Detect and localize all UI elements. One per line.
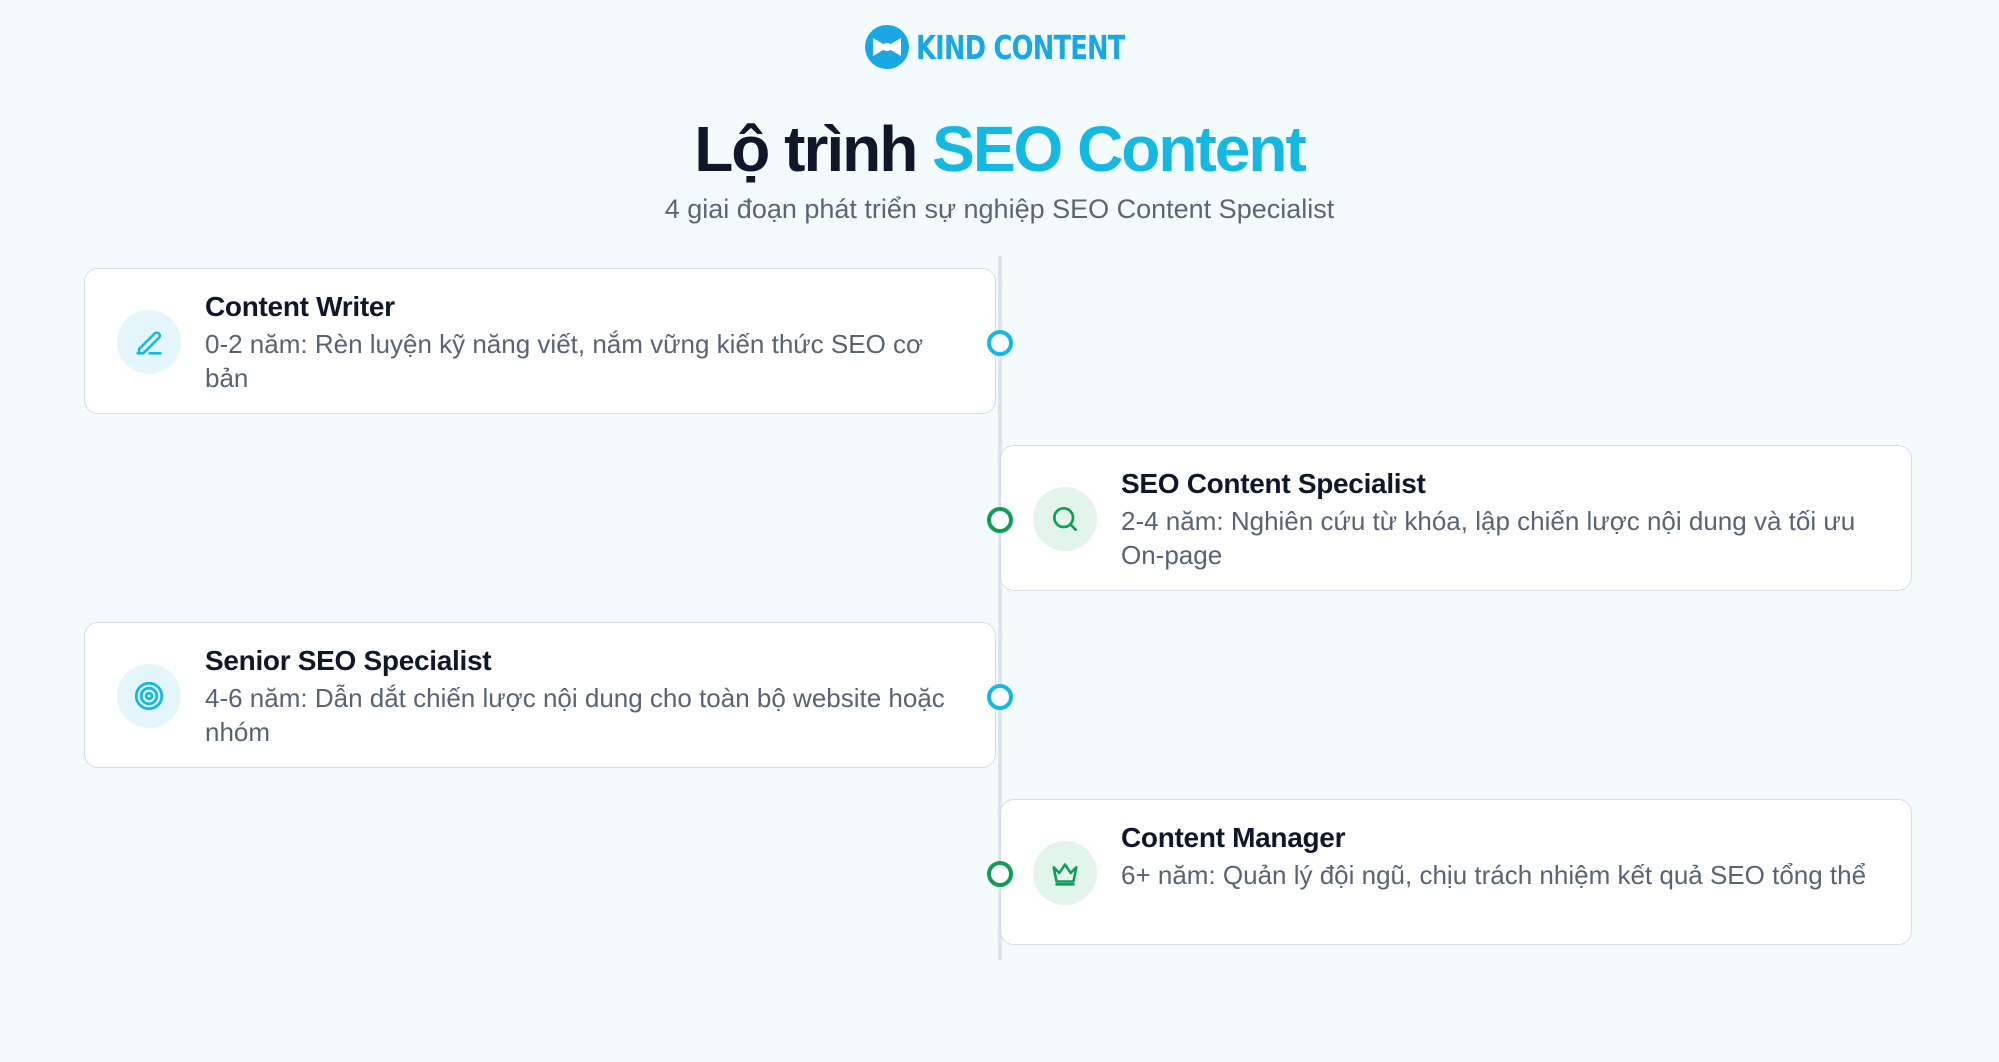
stage-title: Senior SEO Specialist <box>205 645 492 676</box>
brand-logo: KIND CONTENT <box>0 24 1999 70</box>
bowtie-icon <box>864 25 909 69</box>
stage-title: Content Writer <box>205 291 395 322</box>
timeline-dot <box>987 684 1013 710</box>
stage-title: SEO Content Specialist <box>1121 468 1426 499</box>
search-icon <box>1053 506 1077 531</box>
crown-icon <box>1052 863 1078 886</box>
stage-title: Content Manager <box>1121 822 1346 853</box>
target-icon <box>134 681 164 711</box>
title-main: Lộ trình <box>694 113 918 185</box>
title-highlight: SEO Content <box>932 113 1307 185</box>
stage-description: 4-6 năm: Dẫn dắt chiến lược nội dung cho… <box>205 683 945 747</box>
timeline-dot <box>987 861 1013 887</box>
stage-description: 6+ năm: Quản lý đội ngũ, chịu trách nhiệ… <box>1121 860 1867 890</box>
pencil-icon <box>136 331 162 355</box>
stage-card-senior-seo-specialist: Senior SEO Specialist 4-6 năm: Dẫn dắt c… <box>84 622 996 768</box>
timeline-dot <box>987 507 1013 533</box>
stage-card-content-manager: Content Manager 6+ năm: Quản lý đội ngũ,… <box>1000 799 1912 945</box>
stage-card-content-writer: Content Writer 0-2 năm: Rèn luyện kỹ năn… <box>84 268 996 414</box>
timeline-dot <box>987 330 1013 356</box>
stage-description: 0-2 năm: Rèn luyện kỹ năng viết, nắm vữn… <box>205 329 924 393</box>
brand-name: KIND CONTENT <box>915 27 1125 67</box>
stage-card-seo-content-specialist: SEO Content Specialist 2-4 năm: Nghiên c… <box>1000 445 1912 591</box>
timeline-axis <box>998 256 1002 960</box>
page-subtitle: 4 giai đoạn phát triển sự nghiệp SEO Con… <box>664 194 1335 224</box>
page-title: Lộ trình SEO Content <box>0 112 1999 186</box>
stage-description: 2-4 năm: Nghiên cứu từ khóa, lập chiến l… <box>1121 506 1856 570</box>
